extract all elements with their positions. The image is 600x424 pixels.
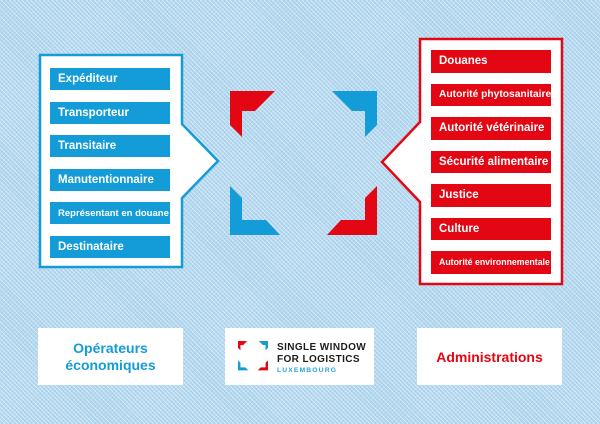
list-item: Autorité environnementale [431,251,551,274]
list-item: Justice [431,184,551,207]
list-item: Sécurité alimentaire [431,150,551,173]
economic-operators-label: Opérateurs économiques [38,328,183,385]
list-item: Autorité phytosanitaire [431,83,551,106]
list-item: Expéditeur [50,68,170,90]
logo-title-line1: SINGLE WINDOW [277,342,367,353]
logo-corner-top-left-icon [230,91,275,137]
list-item: Représentant en douane [50,202,170,224]
administrations-label: Administrations [417,328,562,385]
list-item: Autorité vétérinaire [431,117,551,140]
logo-wordmark: SINGLE WINDOW FOR LOGISTICS LUXEMBOURG [277,342,366,374]
logo-corner-bottom-right-icon [327,186,377,235]
list-item: Culture [431,217,551,240]
logo-title-line2: FOR LOGISTICS [277,353,360,365]
list-item: Destinataire [50,235,170,258]
list-item: Transitaire [50,135,170,157]
list-item: Transporteur [50,101,170,124]
label-line: Administrations [436,348,543,365]
label-line: économiques [65,356,156,373]
logo-subtitle: LUXEMBOURG [277,367,338,374]
center-logo-mark [230,91,377,235]
label-line: Opérateurs [73,339,148,356]
list-item: Douanes [431,50,551,73]
list-item: Manutentionnaire [50,168,170,191]
logo-corner-top-right-icon [332,91,377,137]
logo-corner-bottom-left-icon [230,186,280,235]
logo-box [225,328,374,385]
